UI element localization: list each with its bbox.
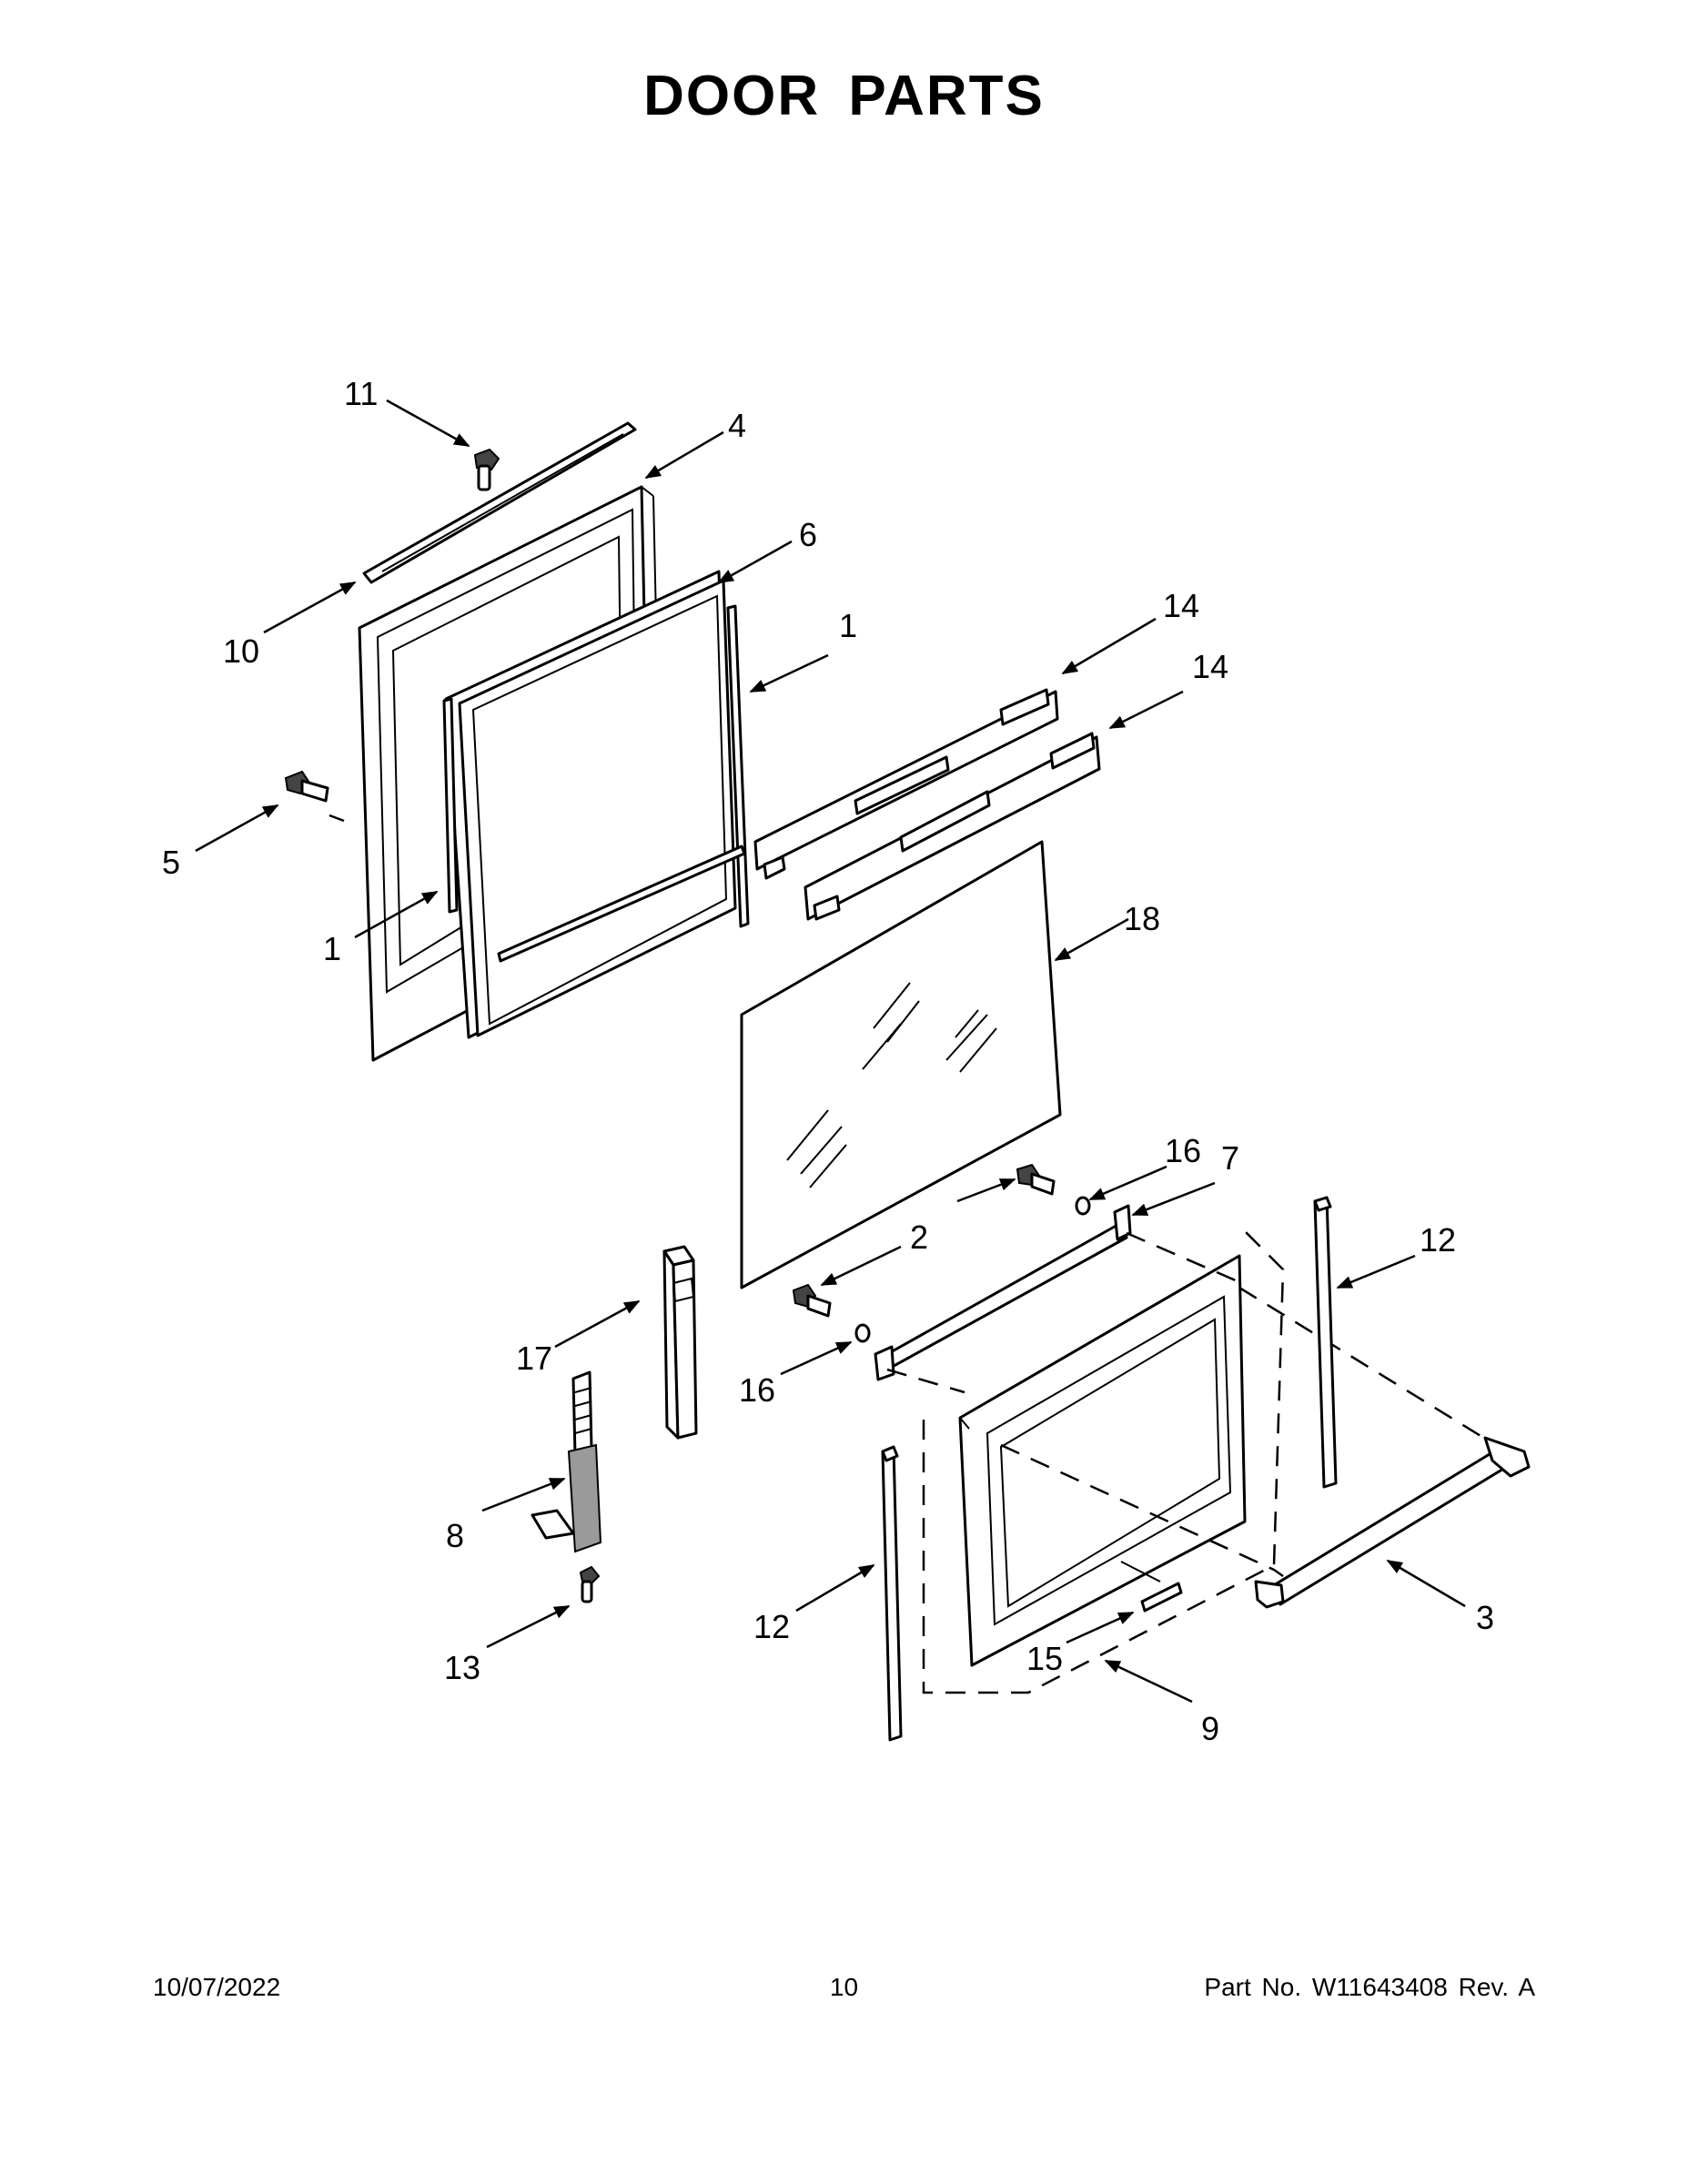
callout-2: 2 (910, 1218, 928, 1256)
callout-17: 17 (516, 1340, 552, 1377)
callout-labels: 11 4 6 10 1 14 14 5 1 18 16 7 2 12 17 16… (162, 375, 1494, 1686)
part-14-bracket-upper (753, 688, 1059, 880)
part-8-hinge (531, 1370, 602, 1553)
callout-18: 18 (1124, 900, 1160, 937)
callout-14-lower: 14 (1192, 648, 1228, 685)
part-12-trim-left (881, 1445, 903, 1742)
callout-16-upper: 16 (1165, 1132, 1201, 1169)
callout-11: 11 (344, 375, 378, 412)
part-18-outer-glass (740, 840, 1062, 1289)
part-11-screw (473, 448, 500, 491)
part-5-screw (284, 770, 345, 823)
callout-7: 7 (1221, 1139, 1239, 1177)
callout-15: 15 (1026, 1640, 1063, 1677)
part-1-gasket-left (442, 697, 459, 914)
callout-4: 4 (728, 407, 746, 444)
callout-13: 13 (444, 1649, 480, 1686)
part-16-washer-upper (1075, 1196, 1091, 1216)
callout-8: 8 (446, 1517, 464, 1554)
leader-lines (195, 399, 1466, 1704)
callout-16-lower: 16 (739, 1371, 775, 1409)
part-7-bracket-rail (874, 1204, 1132, 1381)
part-10-top-vent (362, 421, 637, 584)
part-2-screw-upper (1016, 1163, 1056, 1196)
part-2-screw-lower (792, 1283, 832, 1318)
assembly-outline (886, 1228, 1507, 1694)
part-3-handle (1254, 1436, 1531, 1609)
page-title: DOOR PARTS (643, 65, 1045, 127)
part-16-washer-lower (854, 1323, 871, 1343)
callout-3: 3 (1476, 1599, 1494, 1636)
part-14-bracket-lower (804, 732, 1101, 921)
footer-page-number: 10 (829, 1973, 859, 2001)
part-15-badge (1120, 1561, 1183, 1613)
callout-12-right: 12 (1420, 1221, 1456, 1259)
callout-10: 10 (223, 632, 259, 670)
callout-1-right: 1 (839, 607, 857, 644)
part-12-trim-right (1313, 1196, 1338, 1489)
callout-12-left: 12 (753, 1608, 790, 1645)
part-9-outer-door-panel (958, 1254, 1247, 1667)
footer-date: 10/07/2022 (153, 1973, 281, 2001)
callout-9-visible: 9 (1201, 1710, 1219, 1747)
callout-14-upper: 14 (1163, 587, 1199, 624)
footer-part-number: Part No. W11643408 Rev. A (1204, 1973, 1535, 2001)
part-6-inner-glass-panel (444, 570, 737, 1039)
part-17-insulation-block (662, 1245, 698, 1440)
part-13-screw (579, 1565, 601, 1603)
callout-1-left: 1 (323, 930, 341, 967)
callout-5: 5 (162, 844, 180, 881)
part-1-gasket-bottom (497, 844, 746, 963)
callout-6: 6 (799, 516, 817, 553)
